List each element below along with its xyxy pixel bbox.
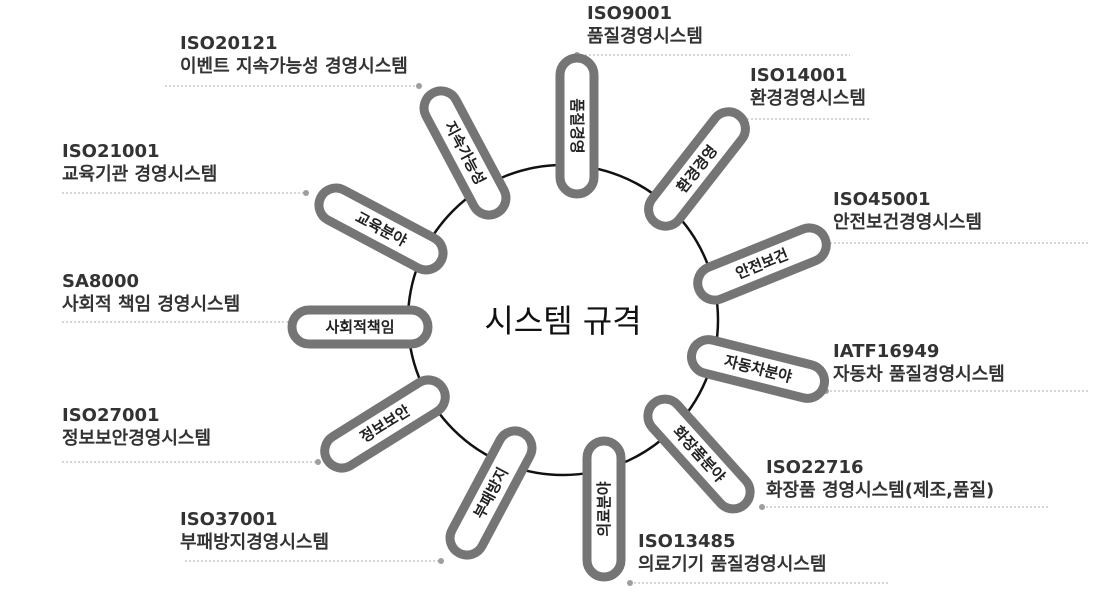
standard-code-cosmetics: ISO22716 [766, 457, 864, 478]
standard-name-automotive: 자동차 품질경영시스템 [833, 364, 1005, 385]
leader-dot-antibribery [438, 558, 444, 564]
pill-label-medical: 의료분야 [595, 481, 613, 536]
standard-name-safety: 안전보건경영시스템 [833, 212, 983, 233]
standard-code-sustain: ISO20121 [180, 33, 278, 54]
pill-safety: 안전보건 [693, 223, 831, 305]
leader-lines [62, 52, 1090, 586]
pill-shape-quality [555, 53, 599, 199]
pill-cosmetics: 화장품분야 [643, 394, 755, 514]
pill-automotive: 자동차분야 [687, 335, 829, 403]
standard-name-cosmetics: 화장품 경영시스템(제조,품질) [766, 480, 995, 501]
standard-name-quality: 품질경영시스템 [587, 26, 703, 47]
standard-name-medical: 의료기기 품질경영시스템 [638, 554, 827, 575]
pill-education: 교육분야 [314, 183, 448, 275]
pill-environment: 환경경영 [644, 107, 750, 231]
pill-social: 사회적책임 [287, 305, 433, 349]
leader-dot-cosmetics [759, 504, 765, 510]
pill-shape-antibribery [445, 426, 537, 560]
pill-shape-environment [644, 107, 750, 231]
standard-name-sustain: 이벤트 지속가능성 경영시스템 [180, 56, 408, 77]
leader-dot-education [303, 190, 309, 196]
standard-code-infosec: ISO27001 [62, 405, 160, 426]
standard-name-environment: 환경경영시스템 [750, 88, 866, 109]
standard-name-infosec: 정보보안경영시스템 [62, 428, 212, 449]
pill-infosec: 정보보안 [320, 375, 450, 473]
standard-code-automotive: IATF16949 [833, 341, 940, 362]
pill-shape-safety [693, 223, 831, 305]
pill-antibribery: 부패방지 [445, 426, 537, 560]
standard-name-education: 교육기관 경영시스템 [62, 164, 218, 185]
standard-code-education: ISO21001 [62, 141, 160, 162]
leader-dot-medical [627, 580, 633, 586]
pill-shape-automotive [687, 335, 829, 403]
standard-code-quality: ISO9001 [587, 3, 673, 24]
center-title: 시스템 규격 [484, 302, 641, 340]
leader-dot-sustain [416, 83, 422, 89]
standard-name-social: 사회적 책임 경영시스템 [62, 294, 241, 315]
standard-code-antibribery: ISO37001 [180, 509, 278, 530]
standard-code-medical: ISO13485 [638, 531, 736, 552]
standard-code-safety: ISO45001 [833, 189, 931, 210]
pill-sustain: 지속가능성 [419, 86, 511, 220]
pill-shape-cosmetics [643, 394, 755, 514]
pill-quality: 품질경영 [555, 53, 599, 199]
pill-label-social: 사회적책임 [325, 318, 394, 336]
pill-shape-education [314, 183, 448, 275]
leader-dot-infosec [315, 459, 321, 465]
pill-shape-social [287, 305, 433, 349]
pill-medical: 의료분야 [582, 436, 626, 582]
pill-label-quality: 품질경영 [568, 98, 586, 153]
standard-code-environment: ISO14001 [750, 65, 848, 86]
pill-shape-medical [582, 436, 626, 582]
standard-name-antibribery: 부패방지경영시스템 [180, 532, 330, 553]
standard-code-social: SA8000 [62, 271, 139, 292]
pill-shape-infosec [320, 375, 450, 473]
pill-shape-sustain [419, 86, 511, 220]
